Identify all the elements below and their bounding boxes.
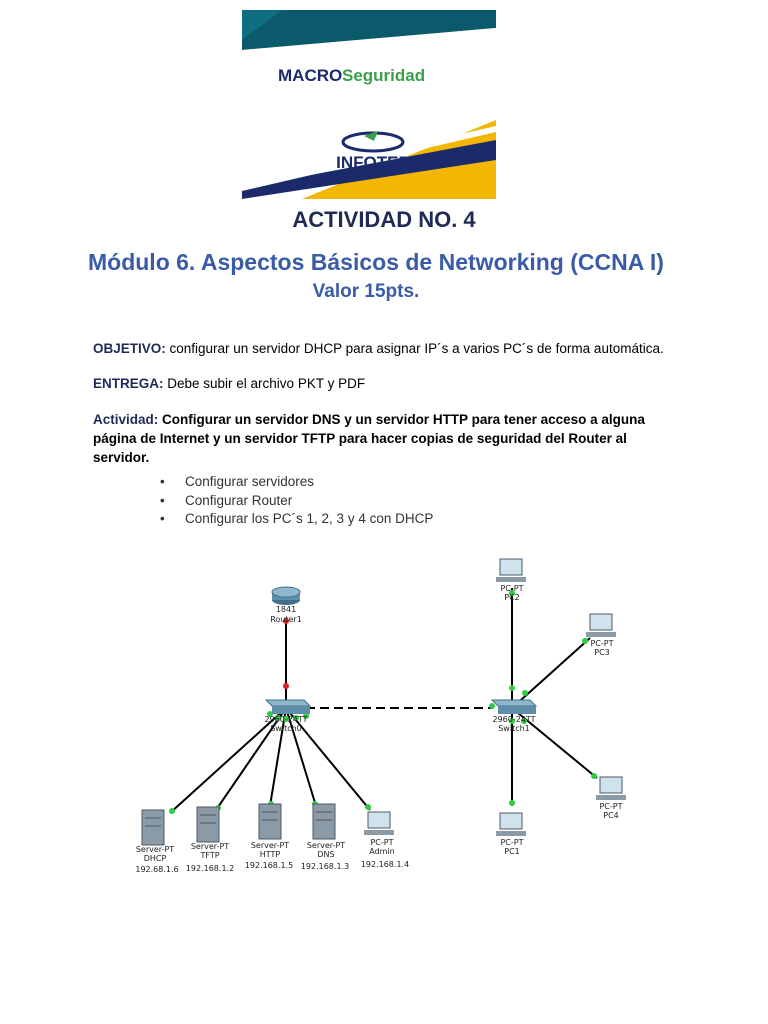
bullet-icon: • — [160, 511, 165, 526]
server-type: Server-PT — [251, 841, 289, 850]
pc-name: PC2 — [504, 593, 520, 602]
pc-icon — [586, 613, 616, 637]
task-list: •Configurar servidores •Configurar Route… — [160, 474, 433, 530]
switch1-model: 2960-24TT — [492, 715, 535, 724]
server-type: Server-PT — [191, 842, 229, 851]
list-item: •Configurar los PC´s 1, 2, 3 y 4 con DHC… — [160, 511, 434, 526]
activity-label: Actividad: — [93, 412, 159, 427]
router-icon — [271, 586, 301, 605]
activity-text: Configurar un servidor DNS y un servidor… — [93, 412, 645, 465]
pc-name: PC4 — [603, 811, 619, 820]
switch0-name: Switch0 — [270, 724, 302, 733]
objective-text: configurar un servidor DHCP para asignar… — [165, 341, 664, 356]
server-icon — [258, 803, 282, 840]
server-type: Server-PT — [136, 845, 174, 854]
link-switch0-dns — [285, 707, 317, 807]
server-name: DNS — [317, 850, 334, 859]
switch1-name: Switch1 — [498, 724, 530, 733]
server-name: DHCP — [144, 854, 167, 863]
pc-icon — [596, 776, 626, 800]
value-points: Valor 15pts. — [312, 281, 420, 302]
activity-paragraph: Actividad: Configurar un servidor DNS y … — [93, 410, 683, 467]
server-ip: 192.168.1.2 — [186, 864, 234, 873]
activity-title: ACTIVIDAD NO. 4 — [292, 207, 476, 232]
switch0-model: 2960-24TT — [264, 715, 307, 724]
pc-name: PC1 — [504, 847, 520, 856]
macroseguridad-infotep-logo: MACRO Seguridad INFOTEP — [242, 10, 496, 199]
logo-brand-seguridad: Seguridad — [342, 66, 425, 85]
delivery-paragraph: ENTREGA: Debe subir el archivo PKT y PDF — [93, 374, 693, 393]
pc-icon — [496, 558, 526, 582]
link-switch0-http — [269, 707, 287, 807]
link-switch0-admin — [285, 707, 371, 811]
router-name: Router1 — [270, 615, 302, 624]
pc-type: PC-PT — [500, 584, 523, 593]
bullet-icon: • — [160, 492, 165, 508]
pc-type: PC-PT — [590, 639, 613, 648]
server-name: HTTP — [260, 850, 281, 859]
router-model: 1841 — [276, 605, 296, 614]
pc-type: PC-PT — [500, 838, 523, 847]
list-item: •Configurar Router — [160, 492, 293, 508]
pc-icon — [496, 812, 526, 836]
switch-icon — [490, 699, 538, 714]
server-ip: 192.68.1.6 — [135, 865, 178, 874]
objective-paragraph: OBJETIVO: configurar un servidor DHCP pa… — [93, 339, 693, 358]
admin-ip: 192.168.1.4 — [361, 860, 409, 869]
network-topology-diagram: 1841 Router1 2960-24TT Switch0 2960-24TT… — [135, 558, 626, 874]
delivery-text: Debe subir el archivo PKT y PDF — [163, 376, 366, 391]
list-item: •Configurar servidores — [160, 474, 315, 489]
switch-icon — [264, 699, 312, 714]
server-name: TFTP — [199, 851, 219, 860]
server-icon — [312, 803, 336, 840]
server-icon — [196, 806, 220, 843]
link-switch0-tftp — [215, 707, 287, 811]
module-title: Módulo 6. Aspectos Básicos de Networking… — [88, 249, 664, 275]
link-switch0-dhcp — [169, 707, 287, 814]
pc-icon — [364, 811, 394, 835]
server-type: Server-PT — [307, 841, 345, 850]
server-ip: 192.168.1.3 — [301, 862, 349, 871]
bullet-icon: • — [160, 474, 165, 489]
logo-infotep: INFOTEP — [336, 153, 410, 172]
objective-label: OBJETIVO: — [93, 341, 166, 356]
pc-type: PC-PT — [599, 802, 622, 811]
server-icon — [141, 809, 165, 846]
pc-name: PC3 — [594, 648, 610, 657]
logo-brand-macro: MACRO — [278, 66, 342, 85]
server-ip: 192.168.1.5 — [245, 861, 293, 870]
admin-name: Admin — [369, 847, 395, 856]
delivery-label: ENTREGA: — [93, 376, 164, 391]
admin-type: PC-PT — [370, 838, 393, 847]
